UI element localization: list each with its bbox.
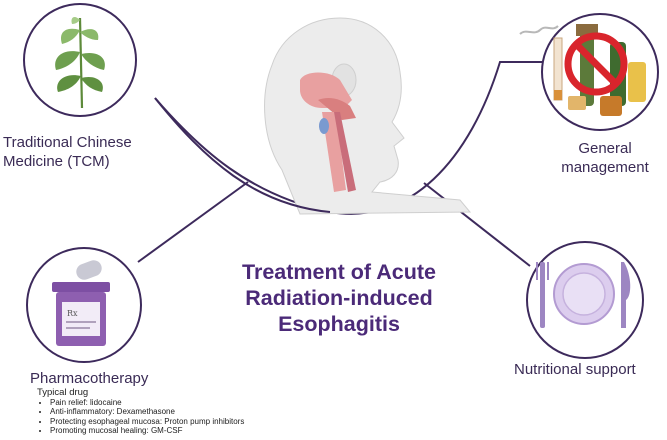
diagram-title: Treatment of Acute Radiation-induced Eso… (196, 259, 482, 337)
typical-drug-label: Typical drug (37, 387, 89, 398)
drug-item: Pain relief: lidocaine (50, 398, 350, 407)
svg-text:Rx: Rx (67, 309, 78, 318)
drug-list: Pain relief: lidocaine Anti-inflammatory… (36, 398, 350, 435)
tcm-label-line-1: Traditional Chinese (3, 134, 132, 151)
center-arc (154, 97, 331, 213)
drug-item: Anti-inflammatory: Dexamethasone (50, 407, 350, 416)
connector-center-pharma (137, 181, 249, 263)
herb-plant-icon (55, 17, 105, 109)
general-management-label: General management (546, 139, 664, 177)
general-label-line-1: General (578, 140, 632, 157)
tcm-label-line-2: Medicine (TCM) (3, 153, 110, 170)
pharmacotherapy-label: Pharmacotherapy (30, 370, 149, 387)
tcm-label: Traditional Chinese Medicine (TCM) (3, 133, 173, 171)
connector-center-nutrition (423, 182, 531, 267)
head-throat-anatomy-icon (264, 17, 472, 215)
title-line-1: Treatment of Acute (242, 260, 436, 284)
plate-fork-knife-icon (536, 262, 631, 328)
nutritional-support-label: Nutritional support (514, 361, 636, 378)
no-smoking-no-alcohol-icon (519, 24, 646, 116)
drug-item: Protecting esophageal mucosa: Proton pum… (50, 417, 350, 426)
title-line-3: Esophagitis (278, 312, 400, 336)
drug-item: Promoting mucosal healing: GM-CSF (50, 426, 350, 435)
general-label-line-2: management (561, 159, 649, 176)
title-line-2: Radiation-induced (245, 286, 433, 310)
pill-bottle-icon: Rx (52, 260, 110, 346)
